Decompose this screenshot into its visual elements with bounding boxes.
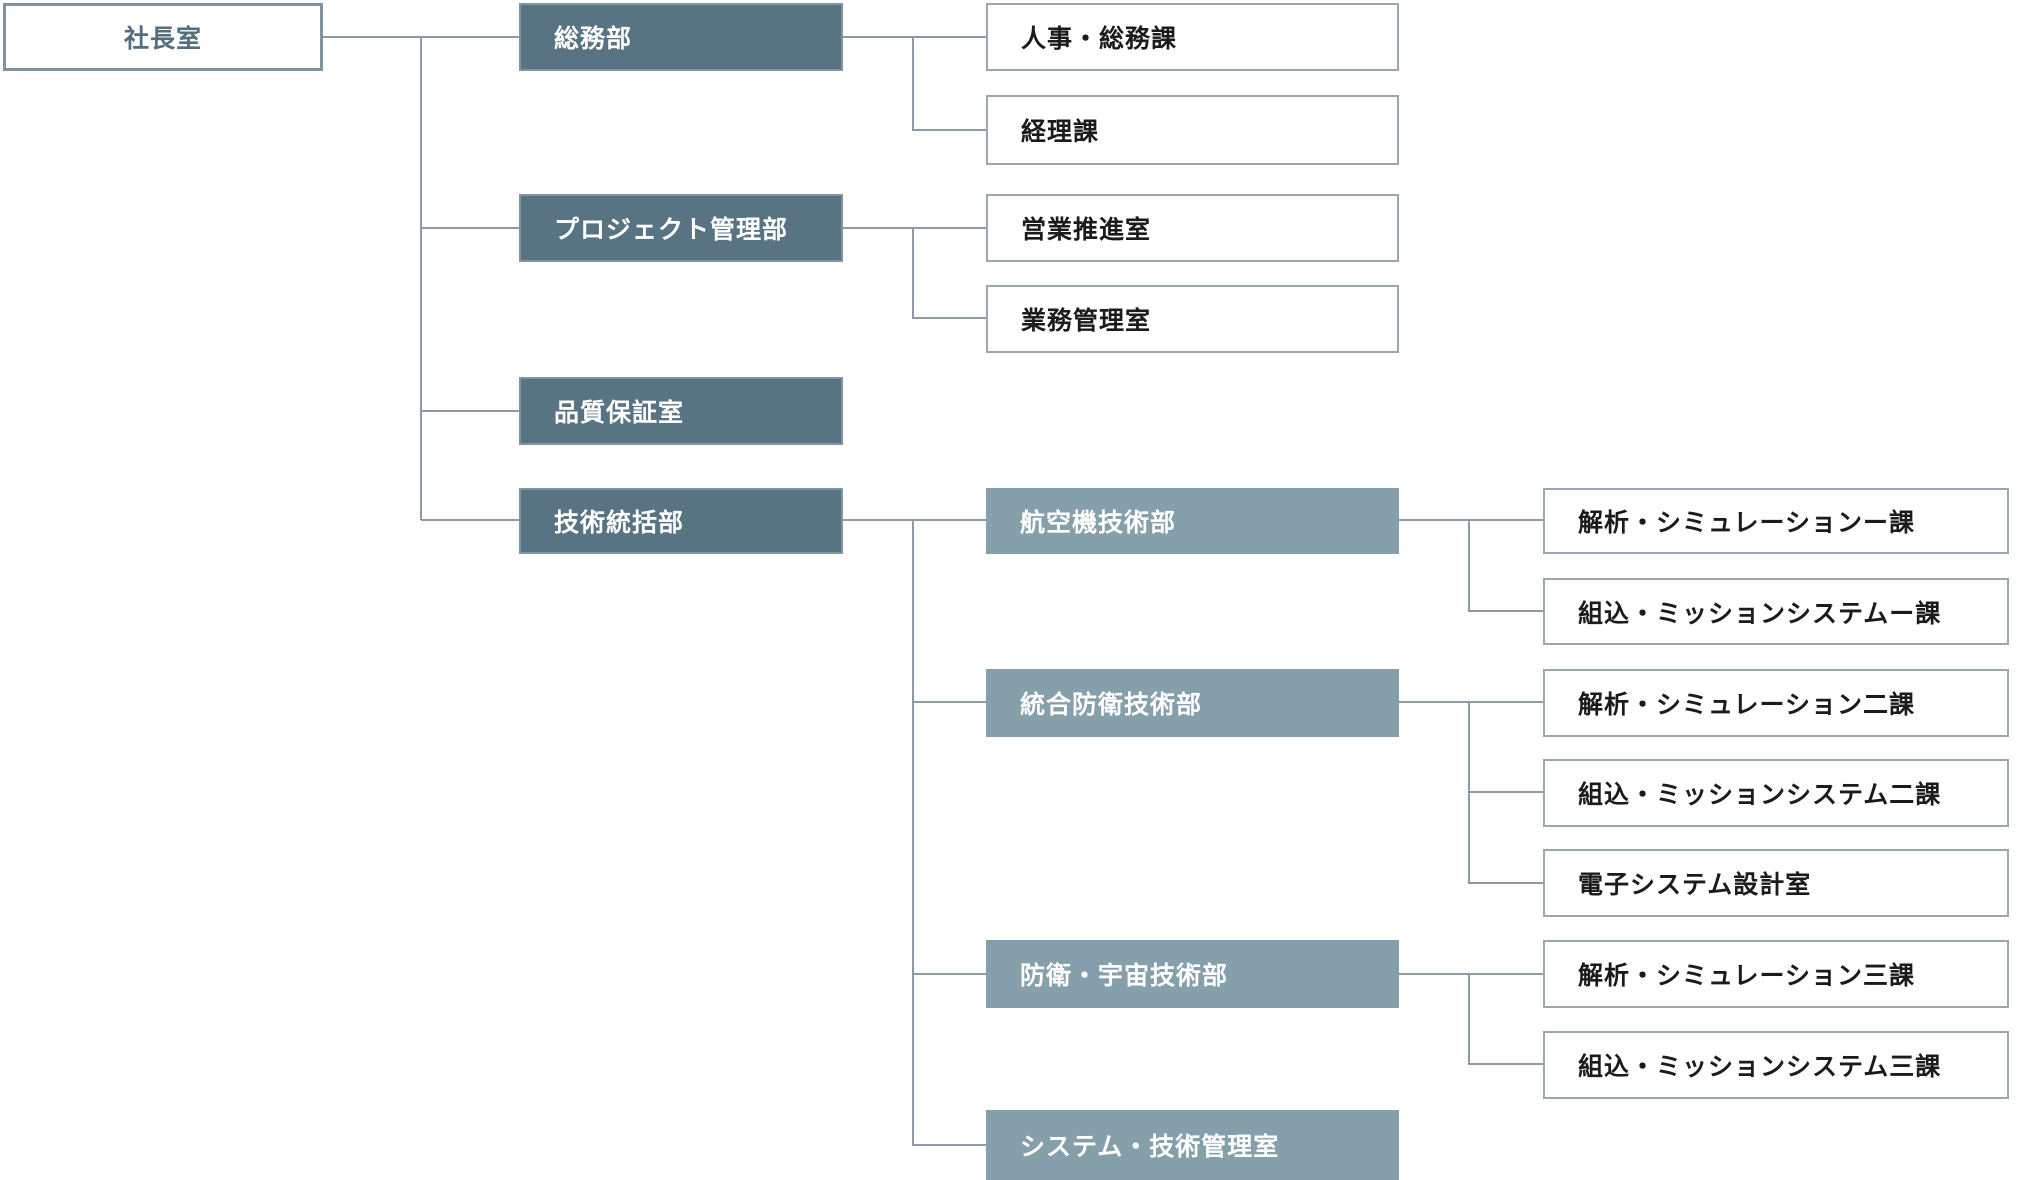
org-node-aircraft-label: 航空機技術部 <box>1020 508 1177 537</box>
org-node-aircraft: 航空機技術部 <box>986 488 1399 554</box>
org-node-keiri: 経理課 <box>986 95 1399 165</box>
org-node-emb2: 組込・ミッションシステム二課 <box>1543 759 2009 827</box>
org-node-soumu-label: 総務部 <box>554 24 633 53</box>
org-node-system-label: システム・技術管理室 <box>1020 1132 1280 1161</box>
org-node-project-label: プロジェクト管理部 <box>554 215 789 244</box>
org-node-emb1: 組込・ミッションシステムー課 <box>1543 578 2009 645</box>
org-node-jinji-label: 人事・総務課 <box>1021 24 1178 53</box>
org-node-gyoumu-label: 業務管理室 <box>1021 306 1152 335</box>
org-node-sim1-label: 解析・シミュレーションー課 <box>1578 508 1916 537</box>
org-node-space: 防衛・宇宙技術部 <box>986 940 1399 1008</box>
org-node-emb1-label: 組込・ミッションシステムー課 <box>1578 598 1942 628</box>
org-node-quality: 品質保証室 <box>519 377 843 445</box>
connector-space <box>1398 973 1543 1065</box>
org-node-system: システム・技術管理室 <box>986 1110 1399 1180</box>
org-node-sim3: 解析・シミュレーション三課 <box>1543 940 2009 1008</box>
org-node-sim2: 解析・シミュレーション二課 <box>1543 669 2009 737</box>
connector-root-trunk <box>322 36 519 521</box>
org-node-emb3-label: 組込・ミッションシステム三課 <box>1578 1052 1942 1081</box>
connector-aircraft <box>1398 519 1543 612</box>
org-node-sim2-label: 解析・シミュレーション二課 <box>1578 690 1916 719</box>
org-node-space-label: 防衛・宇宙技術部 <box>1020 961 1229 990</box>
org-node-elec: 電子システム設計室 <box>1543 849 2009 917</box>
org-node-quality-label: 品質保証室 <box>554 398 685 427</box>
org-node-elec-label: 電子システム設計室 <box>1578 870 1812 899</box>
connector-gijutsu <box>842 519 986 1146</box>
org-node-sim1: 解析・シミュレーションー課 <box>1543 488 2009 554</box>
org-node-jinji: 人事・総務課 <box>986 3 1399 71</box>
org-node-gijutsu-label: 技術統括部 <box>554 508 685 537</box>
org-node-defense-label: 統合防衛技術部 <box>1020 690 1203 719</box>
connector-defense <box>1398 701 1543 884</box>
org-node-eigyou-label: 営業推進室 <box>1021 215 1152 244</box>
org-node-emb2-label: 組込・ミッションシステム二課 <box>1578 780 1942 809</box>
connector-soumu <box>842 36 986 131</box>
org-node-root: 社長室 <box>3 3 323 71</box>
org-node-gijutsu: 技術統括部 <box>519 488 843 554</box>
org-node-emb3: 組込・ミッションシステム三課 <box>1543 1031 2009 1099</box>
org-node-sim3-label: 解析・シミュレーション三課 <box>1578 961 1916 990</box>
org-node-soumu: 総務部 <box>519 3 843 71</box>
org-node-eigyou: 営業推進室 <box>986 194 1399 262</box>
org-node-gyoumu: 業務管理室 <box>986 285 1399 353</box>
connector-project <box>842 227 986 319</box>
org-node-keiri-label: 経理課 <box>1021 117 1100 146</box>
org-node-defense: 統合防衛技術部 <box>986 669 1399 737</box>
org-node-project: プロジェクト管理部 <box>519 194 843 262</box>
org-node-root-label: 社長室 <box>123 24 202 53</box>
